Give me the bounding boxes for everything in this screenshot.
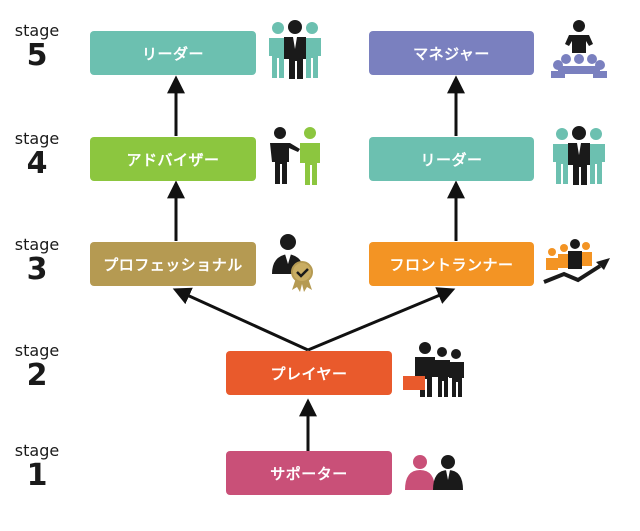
node-right-stage3: フロントランナー bbox=[369, 242, 534, 286]
stage-number: 3 bbox=[26, 252, 48, 287]
node-right-stage5: マネジャー bbox=[369, 31, 534, 75]
stage-number: 1 bbox=[26, 458, 48, 493]
leader-team-icon bbox=[553, 126, 605, 185]
arrow-stage2-to-left3 bbox=[172, 287, 309, 352]
supporter-pair-icon bbox=[405, 455, 463, 490]
stage-word: stage bbox=[14, 129, 60, 148]
stage-label-2: stage 2 bbox=[8, 342, 66, 392]
stage-label-4: stage 4 bbox=[8, 130, 66, 180]
stage-word: stage bbox=[14, 235, 60, 254]
node-center-stage1: サポーター bbox=[226, 451, 392, 495]
stage-number: 5 bbox=[26, 38, 48, 73]
stage-label-1: stage 1 bbox=[8, 442, 66, 492]
stage-word: stage bbox=[14, 341, 60, 360]
node-left-stage5: リーダー bbox=[90, 31, 256, 75]
arrow-stage2-to-right3 bbox=[307, 287, 456, 352]
node-right-stage4: リーダー bbox=[369, 137, 534, 181]
frontrunner-growth-icon bbox=[543, 239, 610, 284]
player-team-icon bbox=[403, 342, 464, 397]
advisor-handshake-icon bbox=[270, 127, 320, 185]
stage-number: 2 bbox=[26, 358, 48, 393]
node-left-stage3: プロフェッショナル bbox=[90, 242, 256, 286]
stage-word: stage bbox=[14, 21, 60, 40]
leader-team-icon bbox=[269, 20, 321, 79]
professional-certified-icon bbox=[272, 234, 313, 292]
node-center-stage2: プレイヤー bbox=[226, 351, 392, 395]
stage-number: 4 bbox=[26, 146, 48, 181]
stage-label-5: stage 5 bbox=[8, 22, 66, 72]
manager-presentation-icon bbox=[551, 20, 607, 78]
stage-label-3: stage 3 bbox=[8, 236, 66, 286]
stage-word: stage bbox=[14, 441, 60, 460]
node-left-stage4: アドバイザー bbox=[90, 137, 256, 181]
